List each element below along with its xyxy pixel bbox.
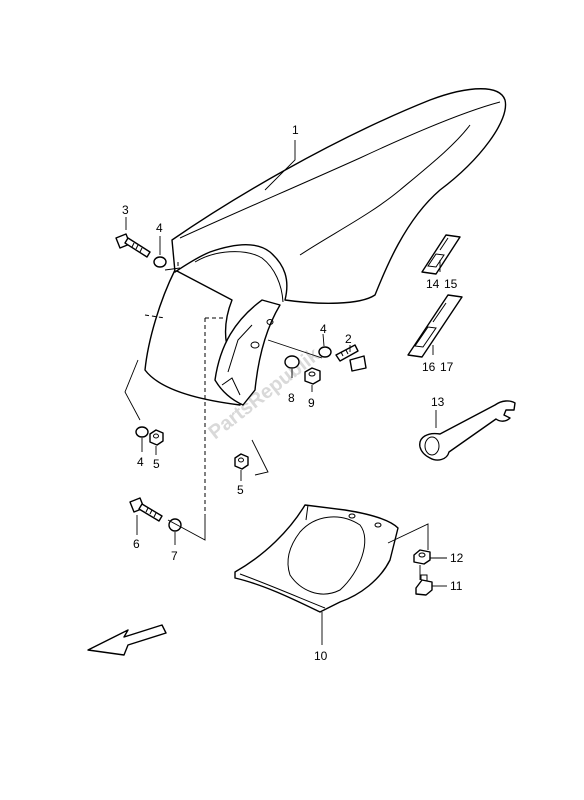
callout-1: 1 <box>292 123 299 137</box>
callout-5-left: 5 <box>153 457 160 471</box>
nut-5-middle <box>234 453 249 470</box>
bolt-6 <box>129 497 163 522</box>
callout-10: 10 <box>314 649 328 663</box>
callout-8: 8 <box>288 391 295 405</box>
callout-4-right: 4 <box>320 322 327 336</box>
label-set-14-15: 14 15 <box>421 234 461 291</box>
callout-7: 7 <box>171 549 178 563</box>
callout-15: 15 <box>444 277 458 291</box>
callout-13: 13 <box>431 395 445 409</box>
callout-labels: 1 2 3 4 4 4 5 5 6 7 8 9 10 11 12 13 <box>122 123 464 663</box>
front-direction-arrow <box>87 624 167 656</box>
callout-16: 16 <box>422 360 436 374</box>
callout-2: 2 <box>345 332 352 346</box>
rear-fender <box>144 88 507 515</box>
under-cover <box>234 504 399 613</box>
bolt-3 <box>115 233 151 258</box>
nut-9 <box>304 367 321 385</box>
washer-7 <box>168 518 182 532</box>
nut-5-left <box>149 429 164 446</box>
callout-4-upper: 4 <box>156 221 163 235</box>
callout-5-middle: 5 <box>237 483 244 497</box>
label-set-16-17: 16 17 <box>407 294 463 374</box>
callout-12: 12 <box>450 551 464 565</box>
washer-8 <box>284 355 300 369</box>
callout-3: 3 <box>122 203 129 217</box>
callout-9: 9 <box>308 396 315 410</box>
washer-4-right <box>318 346 332 358</box>
leader-lines <box>124 140 447 645</box>
bolt-11 <box>415 574 433 596</box>
callout-6: 6 <box>133 537 140 551</box>
spanner-tool <box>419 400 516 461</box>
callout-17: 17 <box>440 360 454 374</box>
washer-4-lower <box>135 426 149 438</box>
nut-12 <box>413 549 431 565</box>
washer-4-upper <box>153 256 167 268</box>
callout-11: 11 <box>450 579 463 593</box>
bolt-2 <box>335 344 367 372</box>
callout-14: 14 <box>426 277 440 291</box>
callout-4-lower: 4 <box>137 455 144 469</box>
